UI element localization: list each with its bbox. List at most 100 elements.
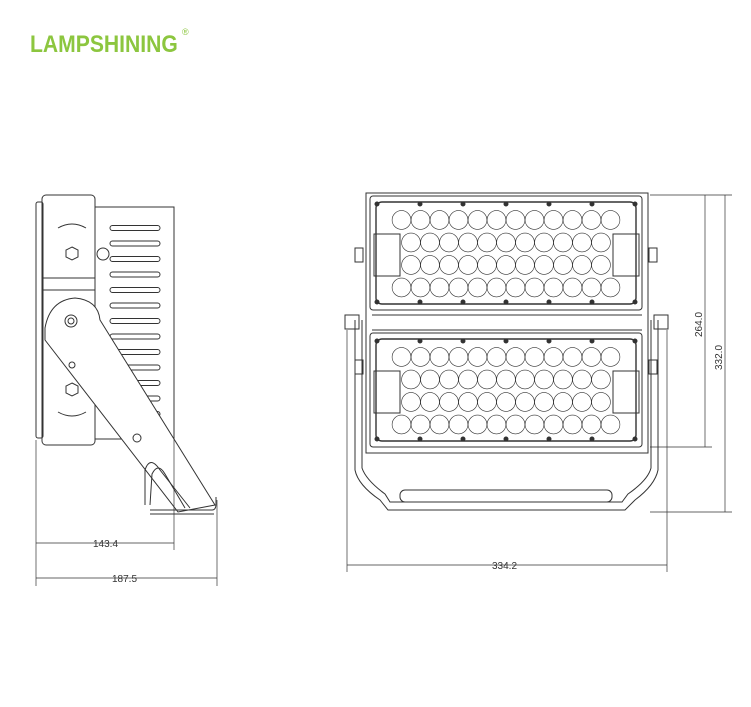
led-lens	[543, 414, 564, 435]
led-lens	[467, 210, 488, 230]
led-lens	[515, 392, 535, 412]
led-lens	[562, 277, 583, 298]
led-lens	[496, 232, 516, 253]
led-lens	[562, 347, 583, 367]
pivot-bolt	[64, 314, 78, 328]
arm-slot	[144, 462, 191, 509]
module-screw	[417, 201, 423, 207]
led-lens	[505, 347, 526, 367]
led-lens	[524, 414, 545, 435]
led-lens	[401, 232, 421, 253]
led-lens	[581, 414, 602, 435]
led-lens	[467, 277, 488, 298]
led-lens	[505, 414, 526, 435]
mounting-arm	[44, 297, 216, 513]
led-lens	[420, 255, 440, 275]
led-lens	[496, 369, 516, 390]
fin-slot	[109, 225, 161, 231]
module-screw	[632, 436, 638, 442]
led-lens	[467, 414, 488, 435]
led-lens	[524, 210, 545, 230]
angle-scale-top	[57, 223, 87, 229]
led-lens	[458, 392, 478, 412]
led-lens	[391, 277, 412, 298]
side-lens-edge	[35, 201, 44, 439]
fin-slot	[109, 302, 161, 309]
module-screw	[632, 338, 638, 344]
led-module-bottom	[369, 332, 643, 448]
fin-slot	[109, 318, 161, 324]
led-lens	[505, 210, 526, 230]
yoke-bracket	[354, 320, 659, 511]
yoke-handle	[399, 489, 613, 503]
led-lens	[477, 232, 497, 253]
led-lens	[581, 210, 602, 230]
registered-mark: ®	[182, 27, 189, 37]
module-plate	[369, 195, 643, 311]
led-lens	[562, 414, 583, 435]
module-screw	[374, 201, 380, 207]
led-lens	[496, 392, 516, 412]
front-frame	[365, 192, 649, 454]
led-lens	[515, 232, 535, 253]
led-lens	[401, 392, 421, 412]
led-lens	[534, 255, 554, 275]
led-lens	[458, 232, 478, 253]
led-lens	[543, 277, 564, 298]
led-lens	[591, 369, 611, 390]
led-lens	[391, 414, 412, 435]
led-lens	[486, 277, 507, 298]
front-view	[344, 192, 669, 511]
led-lens	[467, 347, 488, 367]
led-lens	[401, 369, 421, 390]
led-lens	[410, 347, 431, 367]
module-screw	[417, 436, 423, 442]
module-screw	[460, 299, 466, 305]
module-screw	[632, 299, 638, 305]
led-lens	[534, 369, 554, 390]
led-lens	[458, 255, 478, 275]
fin-slot	[109, 333, 161, 340]
hex-bolt-bottom	[65, 382, 79, 397]
led-lens	[448, 277, 469, 298]
led-lens	[448, 347, 469, 367]
led-lens	[448, 414, 469, 435]
module-end-cap-left	[373, 233, 401, 277]
led-lens	[458, 369, 478, 390]
led-lens	[524, 347, 545, 367]
led-lens	[572, 392, 592, 412]
led-lens	[439, 392, 459, 412]
arm-hole	[132, 433, 142, 443]
dim-332-0: 332.0	[714, 345, 725, 370]
led-lens	[591, 392, 611, 412]
bracket-foot	[150, 497, 217, 511]
angle-scale-bottom	[57, 411, 87, 417]
led-lens	[515, 255, 535, 275]
led-lens	[448, 210, 469, 230]
module-screw	[503, 436, 509, 442]
side-view	[35, 194, 217, 515]
module-screw	[589, 299, 595, 305]
led-lens	[600, 414, 621, 435]
led-lens	[429, 277, 450, 298]
led-lens	[572, 255, 592, 275]
fin-slot	[109, 240, 161, 247]
led-lens	[581, 347, 602, 367]
led-lens	[439, 369, 459, 390]
right-pivot	[653, 314, 669, 330]
led-lens	[600, 210, 621, 230]
led-lens	[420, 369, 440, 390]
led-lens	[553, 232, 573, 253]
front-dimensions	[346, 194, 732, 572]
led-lens	[439, 255, 459, 275]
led-lens	[600, 277, 621, 298]
dim-187-5: 187.5	[112, 574, 137, 585]
led-lens	[410, 414, 431, 435]
module-screw	[460, 201, 466, 207]
led-lens	[543, 347, 564, 367]
module-screw	[417, 299, 423, 305]
module-screw	[460, 436, 466, 442]
led-lens	[553, 369, 573, 390]
led-lens	[591, 232, 611, 253]
dim-264-0: 264.0	[694, 312, 705, 337]
